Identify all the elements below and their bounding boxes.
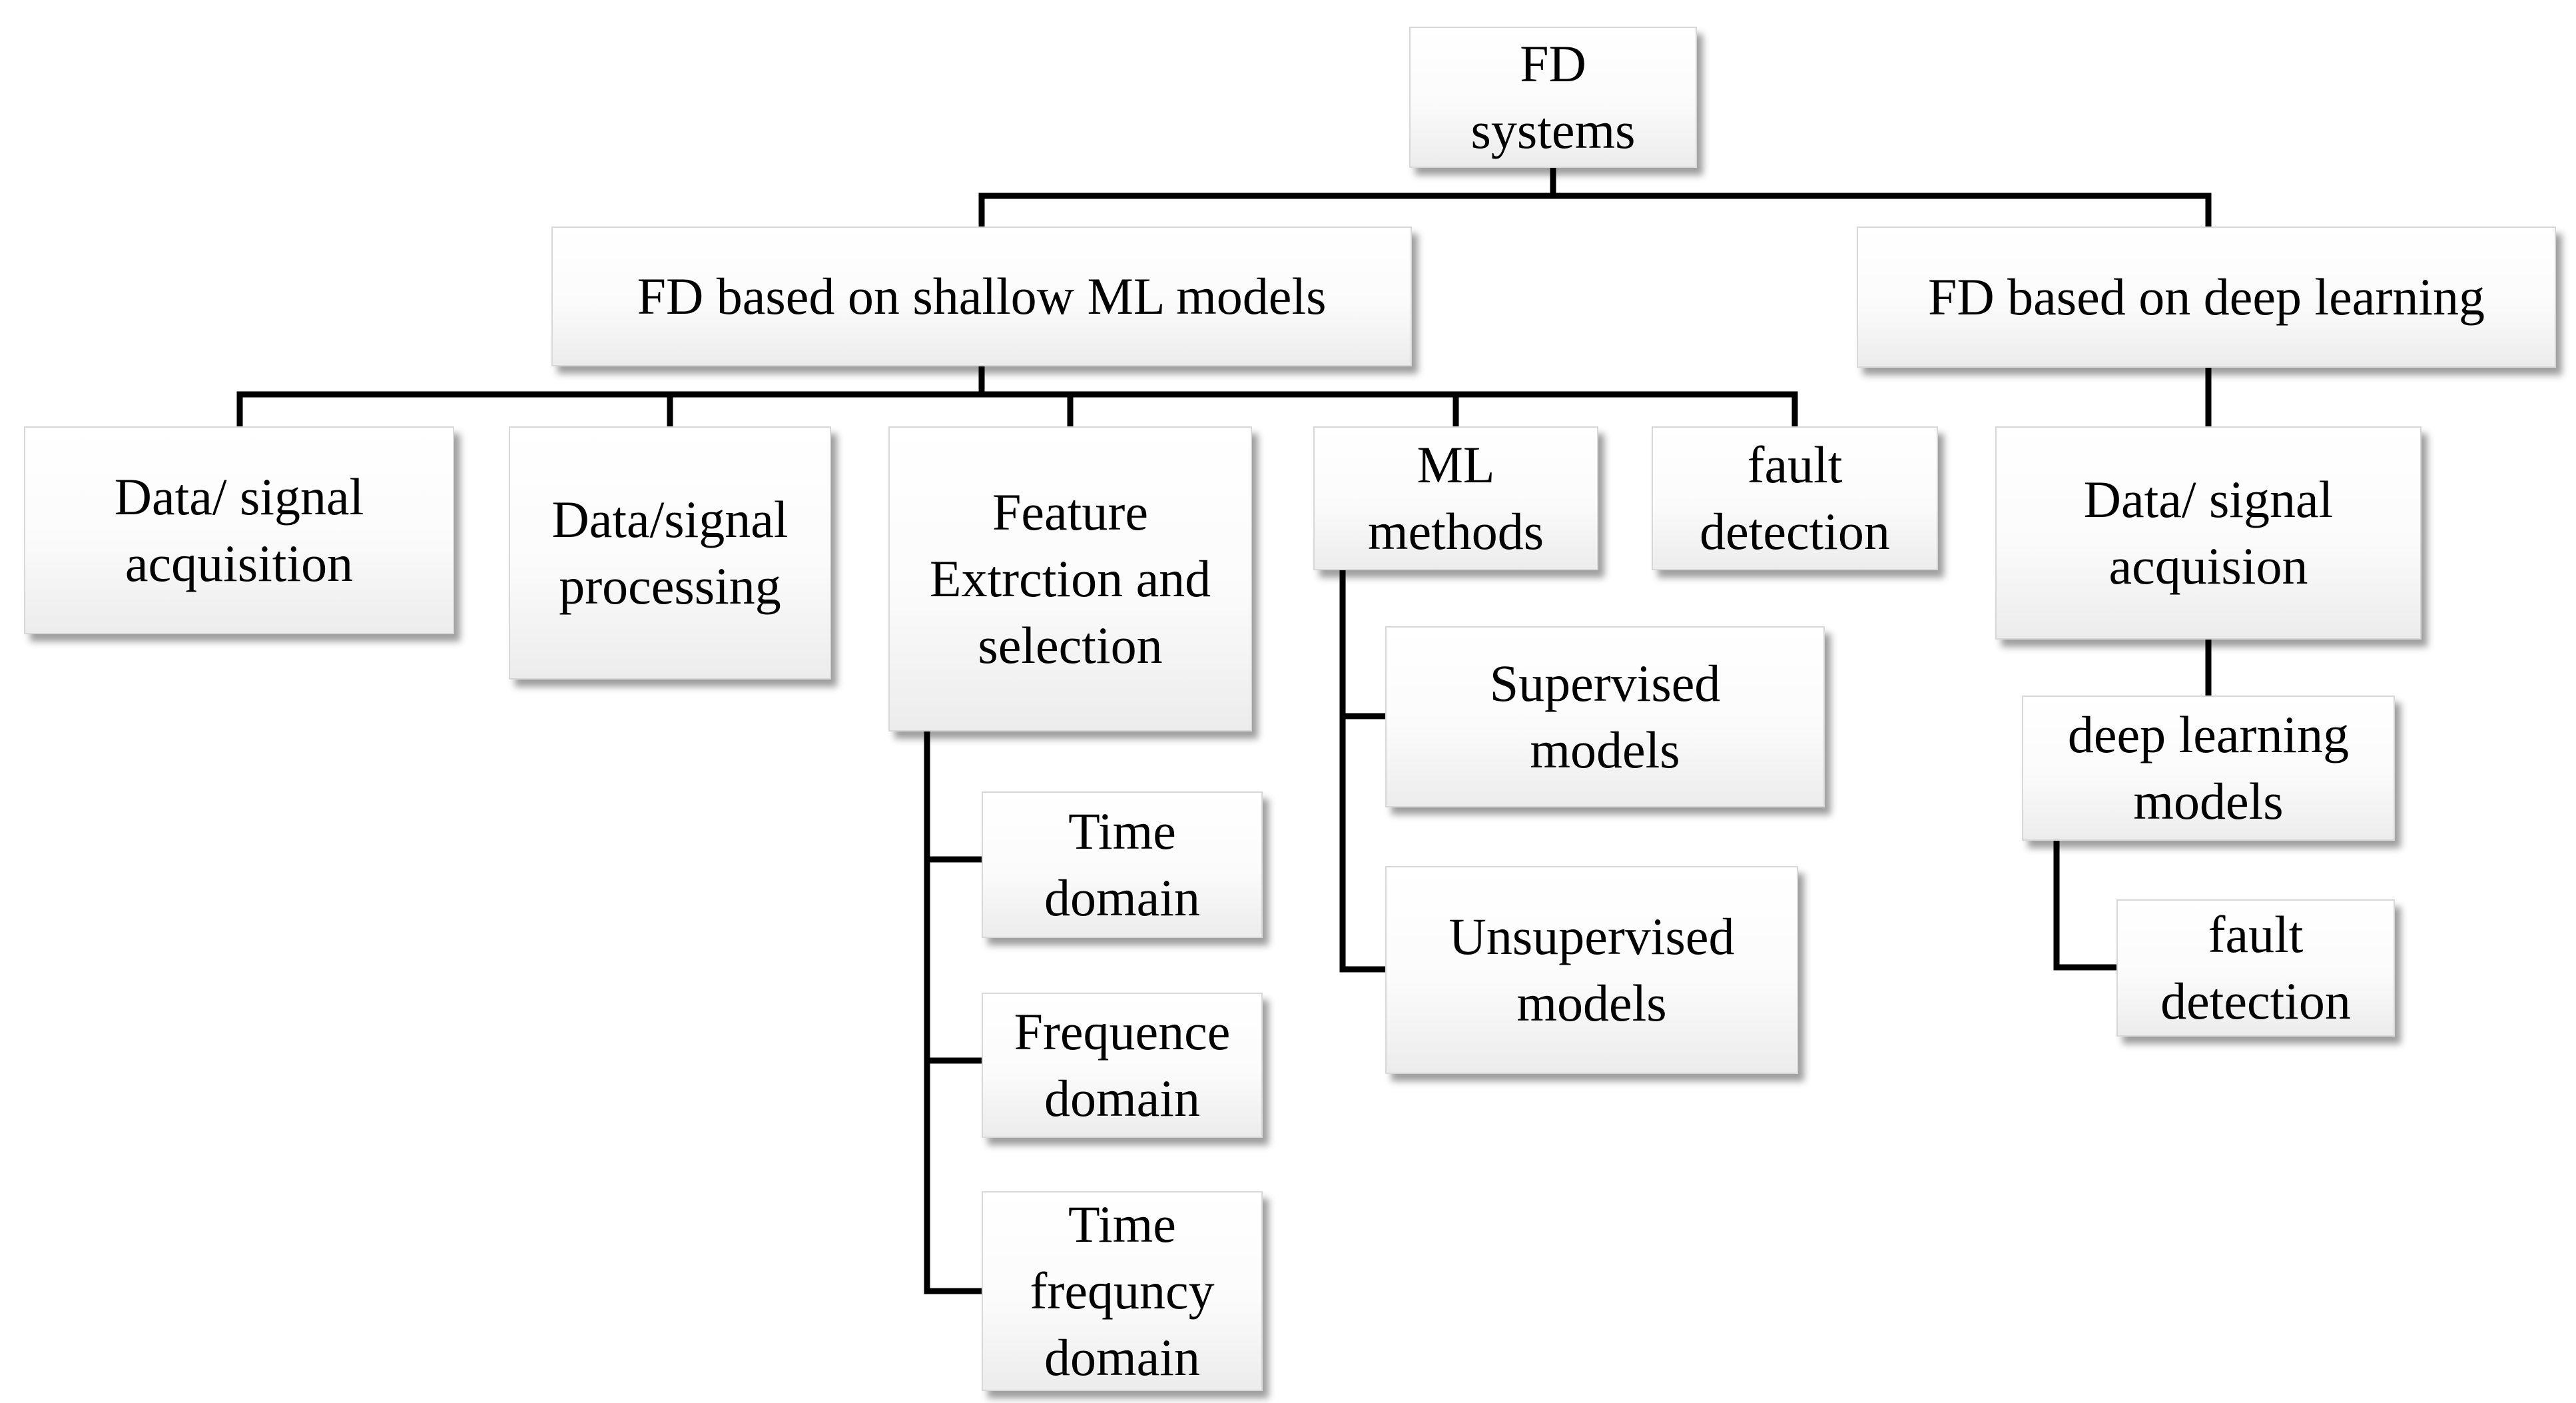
node-ml-methods: ML methods [1313,426,1598,570]
node-time-domain: Time domain [982,791,1263,938]
node-data-acquisition-label: Data/ signal acquisition [114,468,364,592]
node-shallow-ml-label: FD based on shallow ML models [637,267,1327,325]
node-time-frequency-domain: Time frequncy domain [982,1191,1263,1391]
node-frequence-domain-label: Frequence domain [1014,1003,1231,1127]
node-feature-extraction: Feature Extrction and selection [888,426,1252,731]
node-time-domain-label: Time domain [1044,802,1200,927]
connector-deep-fault [2053,837,2120,971]
node-frequence-domain: Frequence domain [982,993,1263,1138]
node-unsupervised-models-label: Unsupervised models [1449,907,1735,1032]
node-data-processing: Data/signal processing [509,426,831,680]
node-data-processing-label: Data/signal processing [551,490,789,615]
connector-feature-branches [924,728,985,1294]
node-fd-systems-label: FD systems [1470,35,1636,159]
node-fault-detection-shallow-label: fault detection [1700,436,1890,560]
node-deep-acquisition-label: Data/ signal acquision [2083,470,2334,595]
node-deep-learning-label: FD based on deep learning [1927,268,2485,326]
node-supervised-models-label: Supervised models [1489,654,1721,779]
node-feature-extraction-label: Feature Extrction and selection [929,483,1211,674]
node-fault-detection-deep: fault detection [2116,899,2395,1037]
node-fault-detection-shallow: fault detection [1652,426,1938,570]
node-deep-acquisition: Data/ signal acquision [1995,426,2421,640]
node-deep-models: deep learning models [2022,696,2395,841]
node-shallow-ml: FD based on shallow ML models [551,227,1412,366]
node-deep-models-label: deep learning models [2067,705,2350,830]
node-fault-detection-deep-label: fault detection [2160,905,2351,1030]
node-time-frequency-domain-label: Time frequncy domain [1030,1195,1215,1386]
node-unsupervised-models: Unsupervised models [1385,866,1798,1074]
connector-shallow-branches [236,363,1798,430]
connector-root-branches [978,165,2212,230]
node-ml-methods-label: ML methods [1367,436,1544,560]
node-deep-learning: FD based on deep learning [1857,227,2556,368]
connector-ml-branches [1339,567,1389,973]
node-fd-systems: FD systems [1409,27,1697,168]
node-data-acquisition: Data/ signal acquisition [24,426,454,634]
node-supervised-models: Supervised models [1385,626,1825,807]
